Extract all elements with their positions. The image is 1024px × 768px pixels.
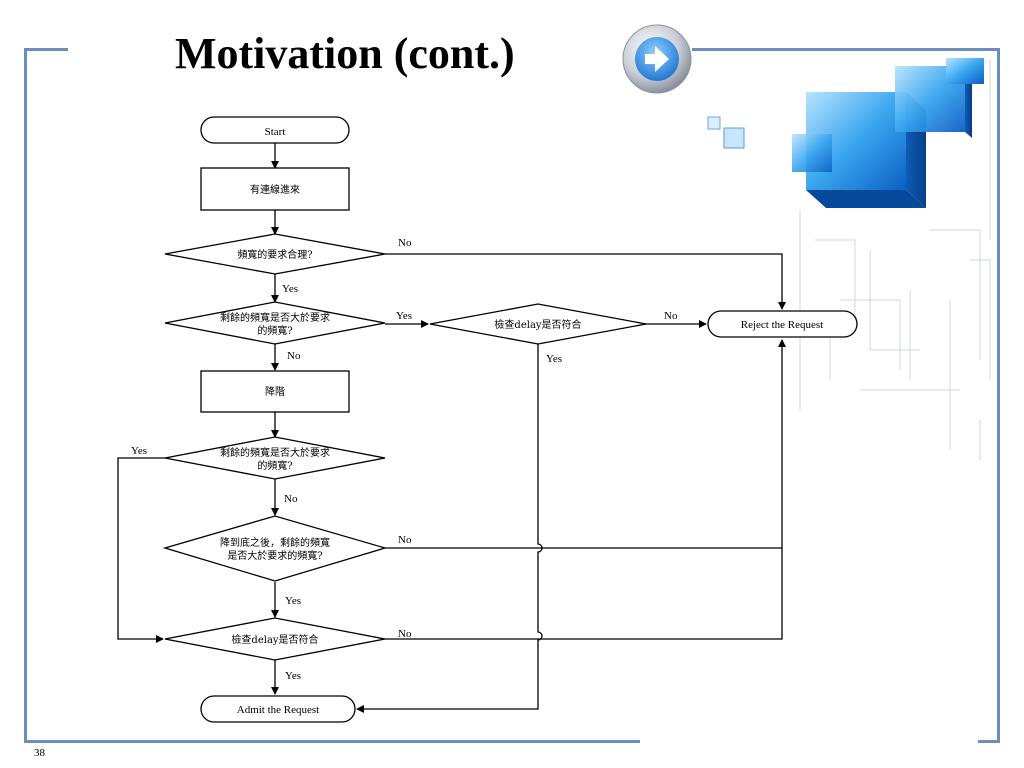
decision-remaining-bandwidth-1-line2: 的頻寬? [257,324,292,337]
connectors [117,143,786,713]
edge-label-d1-yes: Yes [282,283,298,295]
small-cube-icon [707,116,745,149]
frame-right [997,48,1000,743]
edge-labels: No Yes Yes No Yes No Yes No No Yes No Ye… [131,237,678,682]
edge-label-d3-yes: Yes [131,445,147,457]
node-start-label: Start [265,126,286,138]
edge-label-d2-yes: Yes [396,310,412,322]
edge-label-d1-no: No [398,237,412,249]
edge-cd1-yes-to-admit [356,344,543,713]
edge-d1-no-to-reject [385,253,786,310]
frame-bottom-right [978,740,1000,743]
decision-check-delay-1-label: 檢查delay是否符合 [494,318,581,331]
node-reject-label: Reject the Request [741,319,823,331]
decision-remaining-bandwidth-1: 剩餘的頻寬是否大於要求 的頻寬? [164,301,386,345]
frame-left [24,48,27,743]
circuit-lines [799,60,991,460]
edge-label-d2-no: No [287,350,301,362]
page-number: 38 [34,747,45,759]
decision-bandwidth-reasonable: 頻寬的要求合理? [164,233,386,275]
frame-bottom [24,740,640,743]
decision-bandwidth-reasonable-label: 頻寬的要求合理? [237,248,312,261]
slide-title: Motivation (cont.) [175,29,515,78]
node-downgrade-label: 降階 [265,385,285,398]
decision-after-lowest: 降到底之後，剩餘的頻寬 是否大於要求的頻寬? [162,515,388,582]
node-admit-label: Admit the Request [237,704,320,716]
node-incoming-connection-label: 有連線進來 [250,183,300,196]
edge-label-cd1-yes: Yes [546,353,562,365]
edge-label-d4-yes: Yes [285,595,301,607]
edge-cd2-no-to-reject [385,548,783,640]
node-incoming-connection: 有連線進來 [200,167,350,211]
decision-remaining-bandwidth-2-line1: 剩餘的頻寬是否大於要求 [220,446,330,459]
top-cube-icon [946,58,984,84]
edge-label-cd1-no: No [664,310,678,322]
edge-d3-yes-to-cd2 [117,457,165,643]
edge-label-d3-no: No [284,493,298,505]
node-start: Start [200,116,350,144]
decision-check-delay-1: 檢查delay是否符合 [429,303,647,345]
frame-top-left [24,48,68,51]
glossy-cubes [707,58,984,208]
edge-d4-no-to-reject [385,339,786,549]
left-cube-icon [792,134,832,172]
decision-after-lowest-line2: 是否大於要求的頻寬? [227,549,322,562]
decision-check-delay-2-label: 檢查delay是否符合 [231,633,318,646]
frame-top-right [692,48,1000,51]
edge-label-cd2-no: No [398,628,412,640]
node-admit: Admit the Request [200,695,356,723]
node-reject: Reject the Request [707,310,858,338]
arrow-button-icon [622,24,692,94]
decision-check-delay-2: 檢查delay是否符合 [164,617,386,661]
node-downgrade: 降階 [200,370,350,413]
edge-label-cd2-yes: Yes [285,670,301,682]
decision-after-lowest-line1: 降到底之後，剩餘的頻寬 [220,536,330,549]
decision-remaining-bandwidth-2-line2: 的頻寬? [257,459,292,472]
edge-label-d4-no: No [398,534,412,546]
decision-remaining-bandwidth-1-line1: 剩餘的頻寬是否大於要求 [220,311,330,324]
decision-remaining-bandwidth-2: 剩餘的頻寬是否大於要求 的頻寬? [164,436,386,480]
